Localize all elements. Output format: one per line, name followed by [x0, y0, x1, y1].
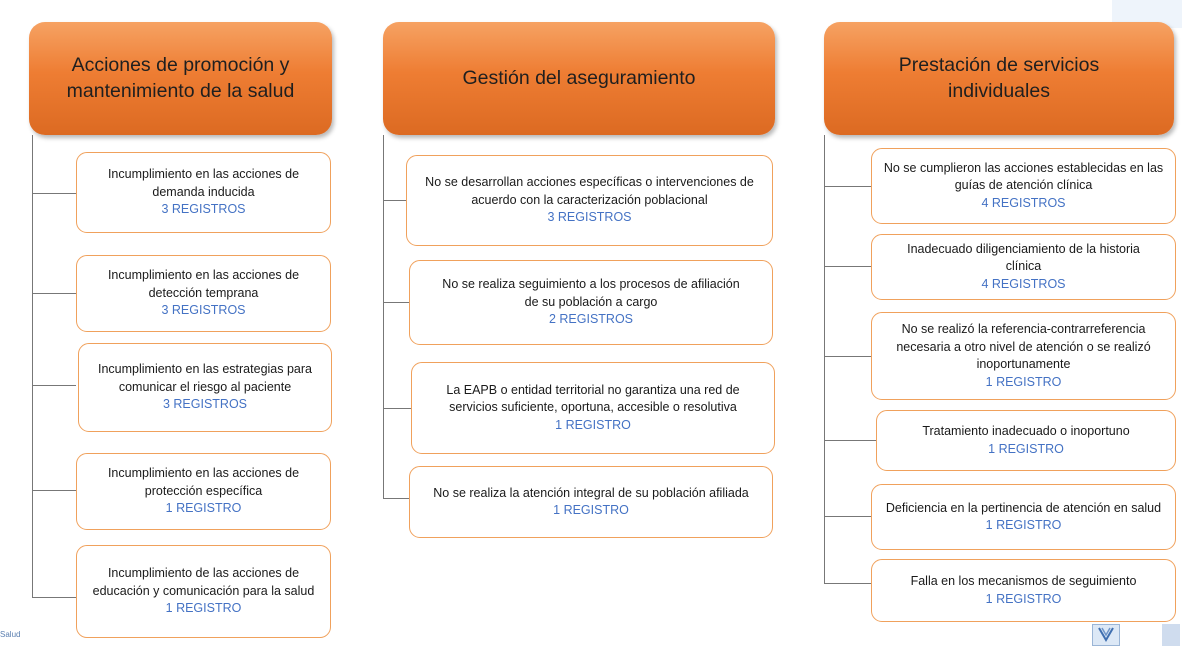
item-text: No se realiza seguimiento a los procesos… [442, 277, 740, 309]
item-count: 1 REGISTRO [985, 518, 1062, 532]
header-prestacion: Prestación de servicios individuales [824, 22, 1174, 135]
item-text: Incumplimiento de las acciones de educac… [92, 566, 315, 598]
header-title: Prestación de servicios individuales [898, 54, 1100, 102]
item-referencia-contrarreferencia: No se realizó la referencia-contrarrefer… [871, 312, 1176, 400]
item-educacion-comunicacion: Incumplimiento de las acciones de educac… [76, 545, 331, 638]
connector-trunk-col1 [32, 135, 33, 598]
item-text: Inadecuado diligenciamiento de la histor… [907, 241, 1140, 274]
connector-branch [383, 408, 411, 409]
item-count: 2 REGISTROS [548, 312, 634, 327]
item-count: 1 REGISTRO [985, 374, 1062, 389]
connector-branch [32, 385, 76, 386]
connector-trunk-col2 [383, 135, 384, 499]
item-count: 3 REGISTROS [161, 303, 246, 318]
item-count: 1 REGISTRO [553, 503, 629, 517]
item-count: 4 REGISTROS [981, 276, 1066, 291]
item-text: Tratamiento inadecuado o inoportuno [922, 424, 1130, 438]
corner-decoration [1162, 624, 1180, 646]
item-count: 4 REGISTROS [981, 195, 1066, 210]
item-mecanismos-seguimiento: Falla en los mecanismos de seguimiento 1… [871, 559, 1176, 622]
item-demanda-inducida: Incumplimiento en las acciones de demand… [76, 152, 331, 233]
item-deteccion-temprana: Incumplimiento en las acciones de detecc… [76, 255, 331, 332]
connector-branch [383, 498, 409, 499]
item-text: La EAPB o entidad territorial no garanti… [446, 382, 740, 415]
item-count: 1 REGISTRO [988, 441, 1064, 456]
header-aseguramiento: Gestión del aseguramiento [383, 22, 775, 135]
item-count: 3 REGISTROS [161, 202, 246, 217]
item-red-servicios: La EAPB o entidad territorial no garanti… [411, 362, 775, 454]
item-text: Incumplimiento en las acciones de detecc… [107, 268, 300, 300]
item-count: 3 REGISTROS [547, 210, 632, 225]
item-text: Incumplimiento en las acciones de protec… [107, 466, 300, 498]
item-text: No se desarrollan acciones específicas o… [425, 175, 754, 207]
item-proteccion-especifica: Incumplimiento en las acciones de protec… [76, 453, 331, 530]
item-text: Falla en los mecanismos de seguimiento [910, 574, 1137, 588]
item-text: No se cumplieron las acciones establecid… [883, 160, 1164, 193]
header-title: Acciones de promoción y mantenimiento de… [66, 54, 295, 102]
item-count: 3 REGISTROS [162, 397, 248, 412]
connector-branch [824, 583, 871, 584]
connector-branch [383, 200, 406, 201]
item-text: Incumplimiento en las acciones de demand… [107, 167, 300, 199]
item-pertinencia-atencion: Deficiencia en la pertinencia de atenció… [871, 484, 1176, 550]
connector-branch [824, 440, 876, 441]
connector-trunk-col3 [824, 135, 825, 584]
item-procesos-afiliacion: No se realiza seguimiento a los procesos… [409, 260, 773, 345]
item-count: 1 REGISTRO [555, 417, 631, 432]
connector-branch [824, 356, 871, 357]
item-atencion-integral: No se realiza la atención integral de su… [409, 466, 773, 538]
footer-text: Salud [0, 630, 21, 639]
connector-branch [824, 266, 871, 267]
item-guias-atencion: No se cumplieron las acciones establecid… [871, 148, 1176, 224]
connector-branch [32, 597, 76, 598]
item-text: No se realiza la atención integral de su… [433, 485, 749, 500]
item-count: 1 REGISTRO [165, 501, 242, 516]
item-count: 1 REGISTRO [985, 591, 1062, 606]
connector-branch [32, 293, 76, 294]
connector-branch [824, 186, 871, 187]
connector-branch [32, 193, 76, 194]
item-tratamiento-inadecuado: Tratamiento inadecuado o inoportuno 1 RE… [876, 410, 1176, 471]
item-count: 1 REGISTRO [165, 601, 242, 616]
institution-logo-icon [1092, 624, 1120, 646]
item-text: Incumplimiento en las estrategias para c… [97, 362, 312, 394]
item-text: Deficiencia en la pertinencia de atenció… [885, 500, 1162, 515]
item-historia-clinica: Inadecuado diligenciamiento de la histor… [871, 234, 1176, 300]
item-comunicar-riesgo: Incumplimiento en las estrategias para c… [78, 343, 332, 432]
header-promocion: Acciones de promoción y mantenimiento de… [29, 22, 332, 135]
item-text: No se realizó la referencia-contrarrefer… [896, 322, 1151, 371]
connector-branch [383, 302, 409, 303]
item-caracterizacion-poblacional: No se desarrollan acciones específicas o… [406, 155, 773, 246]
header-title: Gestión del aseguramiento [462, 66, 696, 89]
connector-branch [824, 516, 871, 517]
connector-branch [32, 490, 76, 491]
